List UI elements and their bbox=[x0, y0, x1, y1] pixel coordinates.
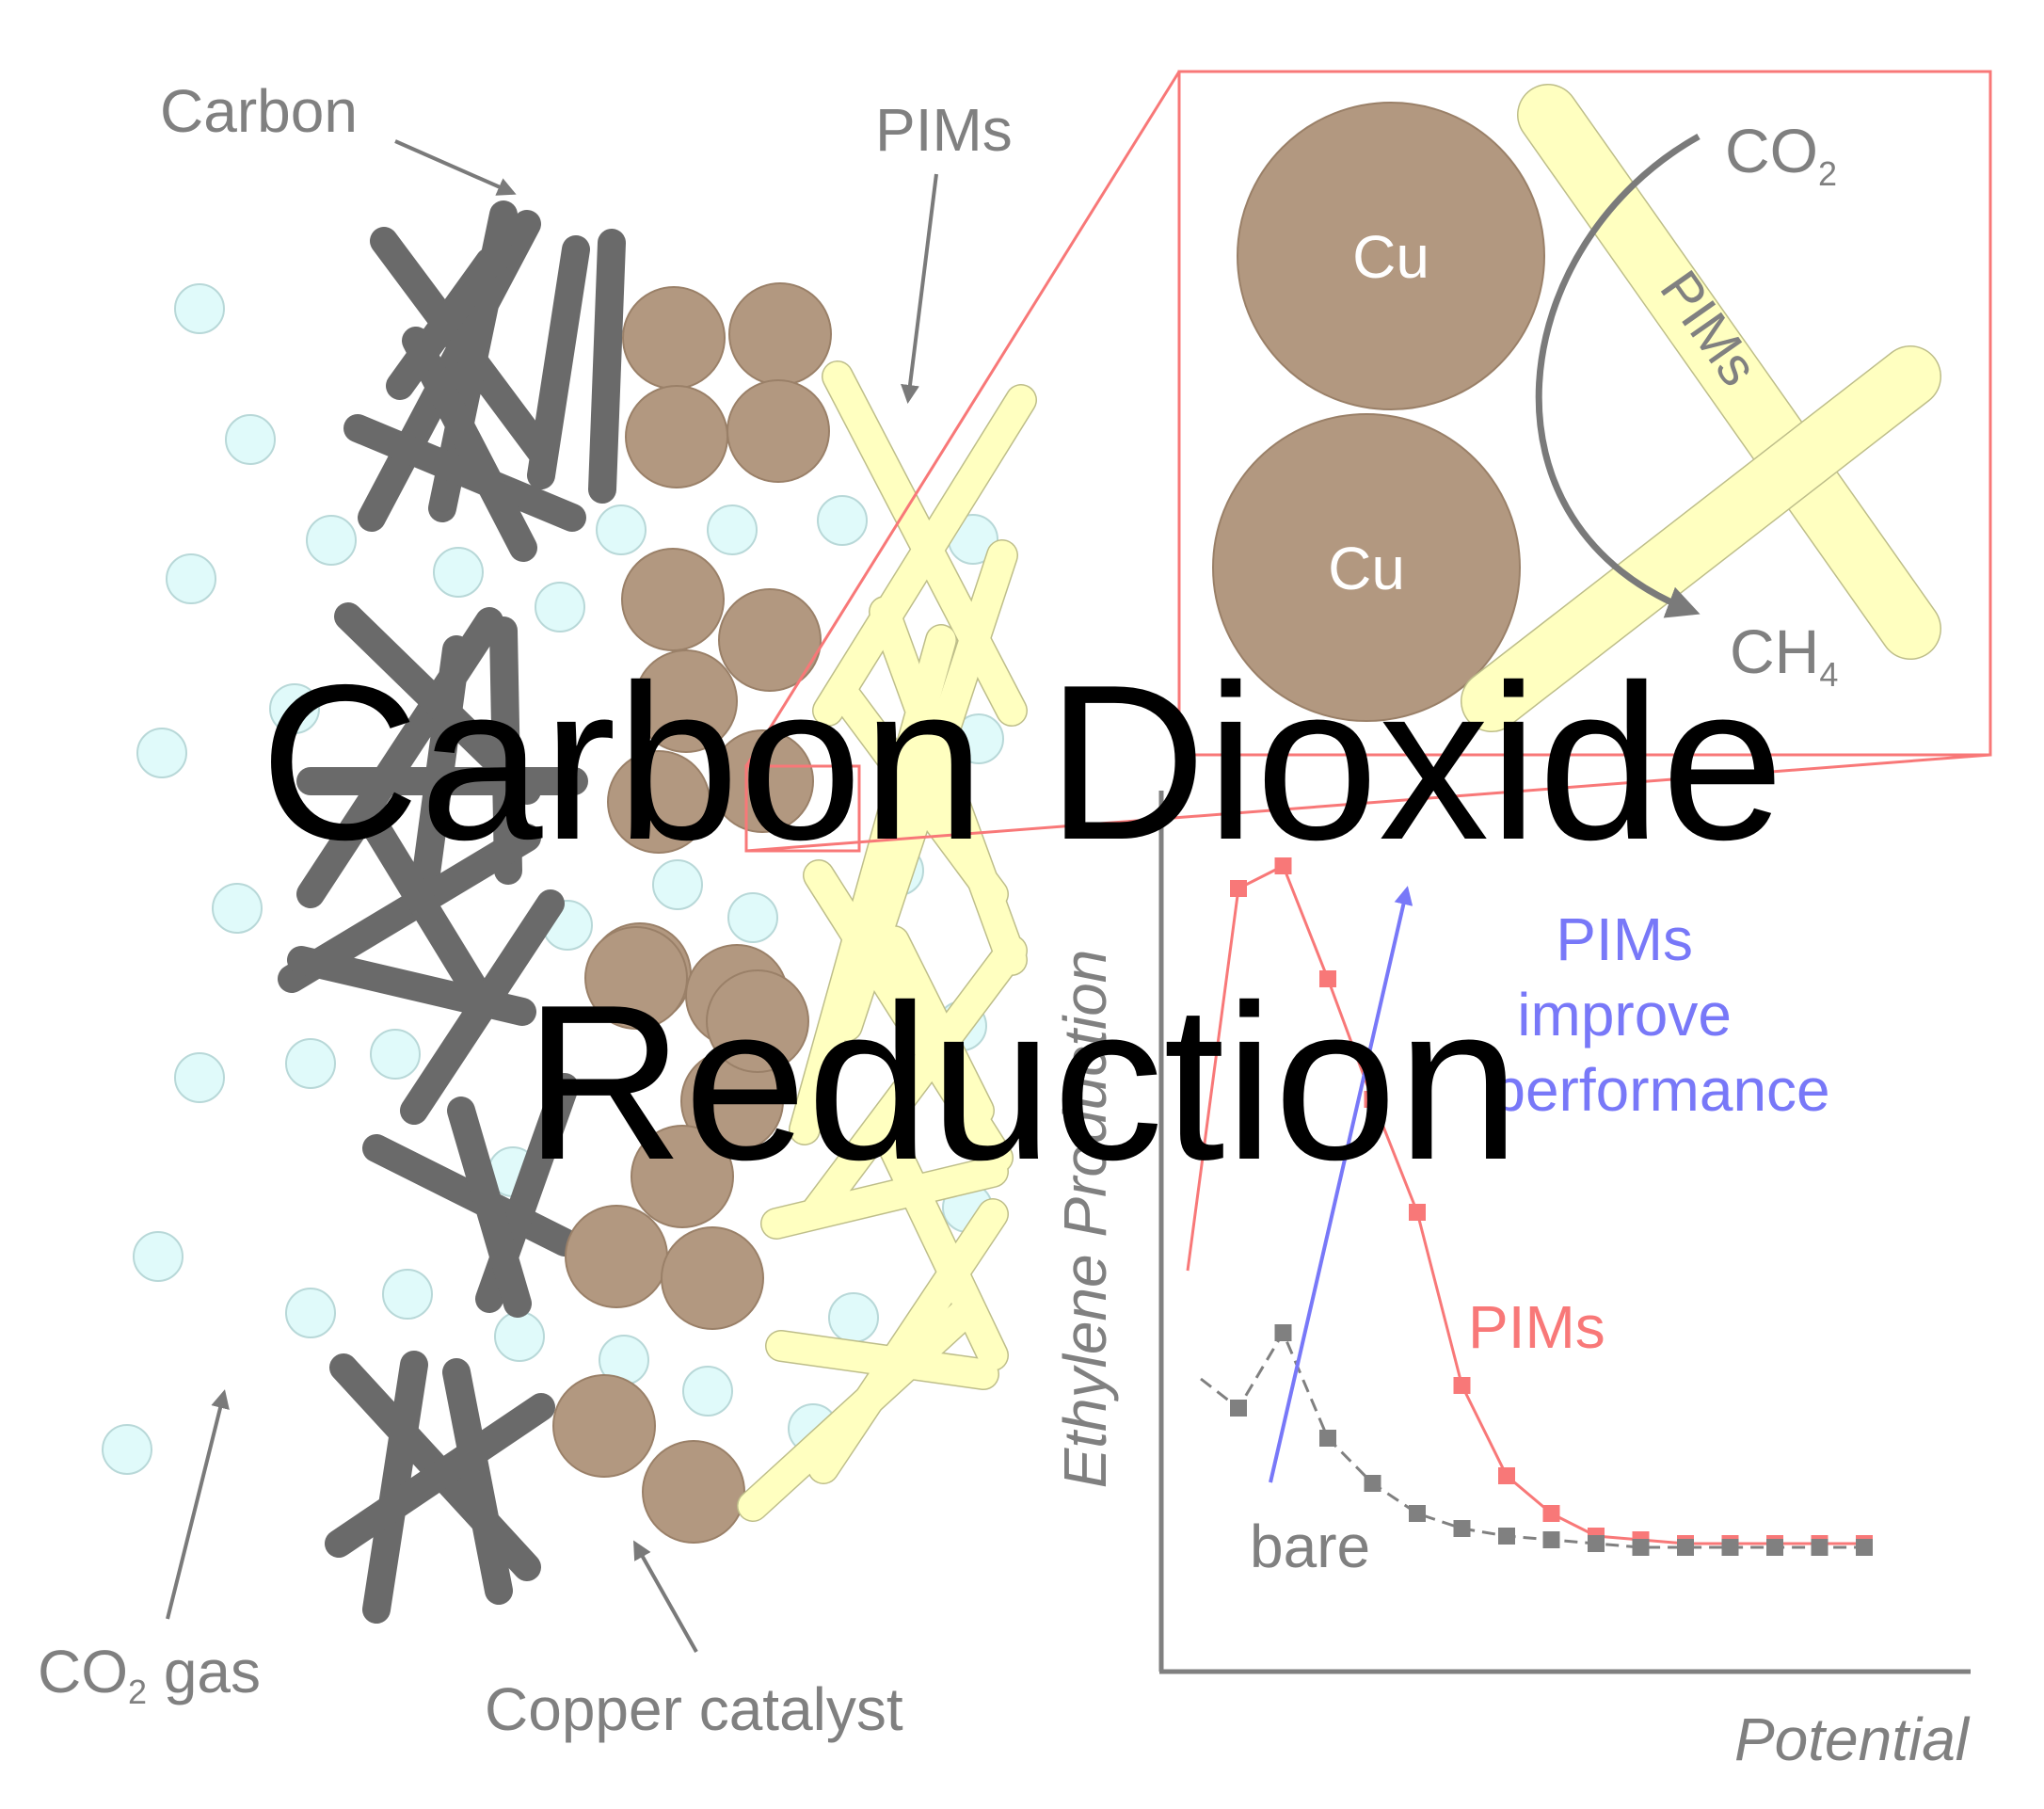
data-point-pims-3 bbox=[1364, 1091, 1381, 1108]
pims-strands bbox=[737, 360, 1037, 1522]
data-point-pims-4 bbox=[1409, 1204, 1426, 1221]
data-point-bare-7 bbox=[1542, 1531, 1560, 1548]
data-point-pims-5 bbox=[1453, 1377, 1471, 1394]
inset-ch4-label: CH4 bbox=[1730, 616, 1838, 694]
zoom-connector bbox=[744, 71, 1991, 853]
annotation-line-3: performance bbox=[1492, 1056, 1829, 1124]
data-point-pims-2 bbox=[1319, 970, 1336, 987]
series-label-bare: bare bbox=[1250, 1513, 1370, 1580]
inset-cu-label-bottom: Cu bbox=[1328, 535, 1405, 602]
improvement-arrow bbox=[1269, 886, 1413, 1483]
data-point-bare-5 bbox=[1453, 1520, 1471, 1537]
data-point-bare-6 bbox=[1498, 1528, 1515, 1545]
data-point-bare-10 bbox=[1677, 1539, 1694, 1556]
data-point-bare-4 bbox=[1409, 1505, 1426, 1522]
data-point-bare-13 bbox=[1811, 1539, 1828, 1556]
series-layer bbox=[1186, 857, 1873, 1556]
copper-catalyst-label: Copper catalyst bbox=[485, 1675, 903, 1743]
series-pims bbox=[1186, 857, 1873, 1552]
ethylene-production-chart: Ethylene Production Potential PIMs impro… bbox=[1051, 791, 1971, 1773]
annotation-line-1: PIMs bbox=[1556, 905, 1693, 973]
y-axis-label: Ethylene Production bbox=[1051, 950, 1119, 1489]
improvement-annotation: PIMs improve performance bbox=[1492, 905, 1829, 1124]
inset-co2-label: CO2 bbox=[1725, 116, 1837, 193]
co2-to-ch4-arrow bbox=[1535, 133, 1701, 618]
data-point-pims-0 bbox=[1230, 880, 1247, 897]
data-point-bare-11 bbox=[1721, 1539, 1739, 1556]
pims-label: PIMs bbox=[875, 96, 1013, 164]
co2-bubbles bbox=[102, 283, 1004, 1475]
data-point-bare-1 bbox=[1274, 1324, 1292, 1341]
data-point-bare-2 bbox=[1319, 1430, 1336, 1447]
diagram-labels: Carbon PIMs CO2 gas Copper catalyst bbox=[38, 77, 1013, 1743]
co2-gas-pointer bbox=[166, 1389, 230, 1620]
data-point-pims-7 bbox=[1542, 1505, 1560, 1522]
data-point-bare-0 bbox=[1230, 1400, 1247, 1417]
data-point-bare-8 bbox=[1588, 1535, 1605, 1552]
x-axis-label: Potential bbox=[1734, 1705, 1971, 1773]
series-line-pims bbox=[1186, 863, 1864, 1545]
inset-panel bbox=[1177, 70, 1992, 757]
carbon-pointer bbox=[394, 139, 517, 196]
inset-cu-particle-bottom bbox=[1212, 413, 1521, 722]
series-bare bbox=[1200, 1324, 1873, 1556]
data-point-bare-9 bbox=[1632, 1539, 1650, 1556]
copper-particles bbox=[552, 282, 832, 1544]
pims-pointer bbox=[901, 173, 938, 404]
copper-pointer bbox=[633, 1540, 698, 1653]
co2-gas-label: CO2 gas bbox=[38, 1638, 261, 1711]
data-point-pims-1 bbox=[1274, 857, 1292, 874]
inset-cu-label-top: Cu bbox=[1352, 223, 1429, 291]
annotation-line-2: improve bbox=[1517, 981, 1732, 1049]
data-point-pims-6 bbox=[1498, 1467, 1515, 1484]
series-label-pims: PIMs bbox=[1468, 1293, 1605, 1361]
data-point-bare-3 bbox=[1364, 1475, 1381, 1492]
data-point-bare-14 bbox=[1856, 1539, 1873, 1556]
carbon-rods bbox=[278, 200, 626, 1624]
inset-cu-particle-top bbox=[1237, 102, 1545, 410]
series-line-bare bbox=[1200, 1329, 1864, 1549]
carbon-label: Carbon bbox=[160, 77, 358, 145]
data-point-bare-12 bbox=[1766, 1539, 1783, 1556]
